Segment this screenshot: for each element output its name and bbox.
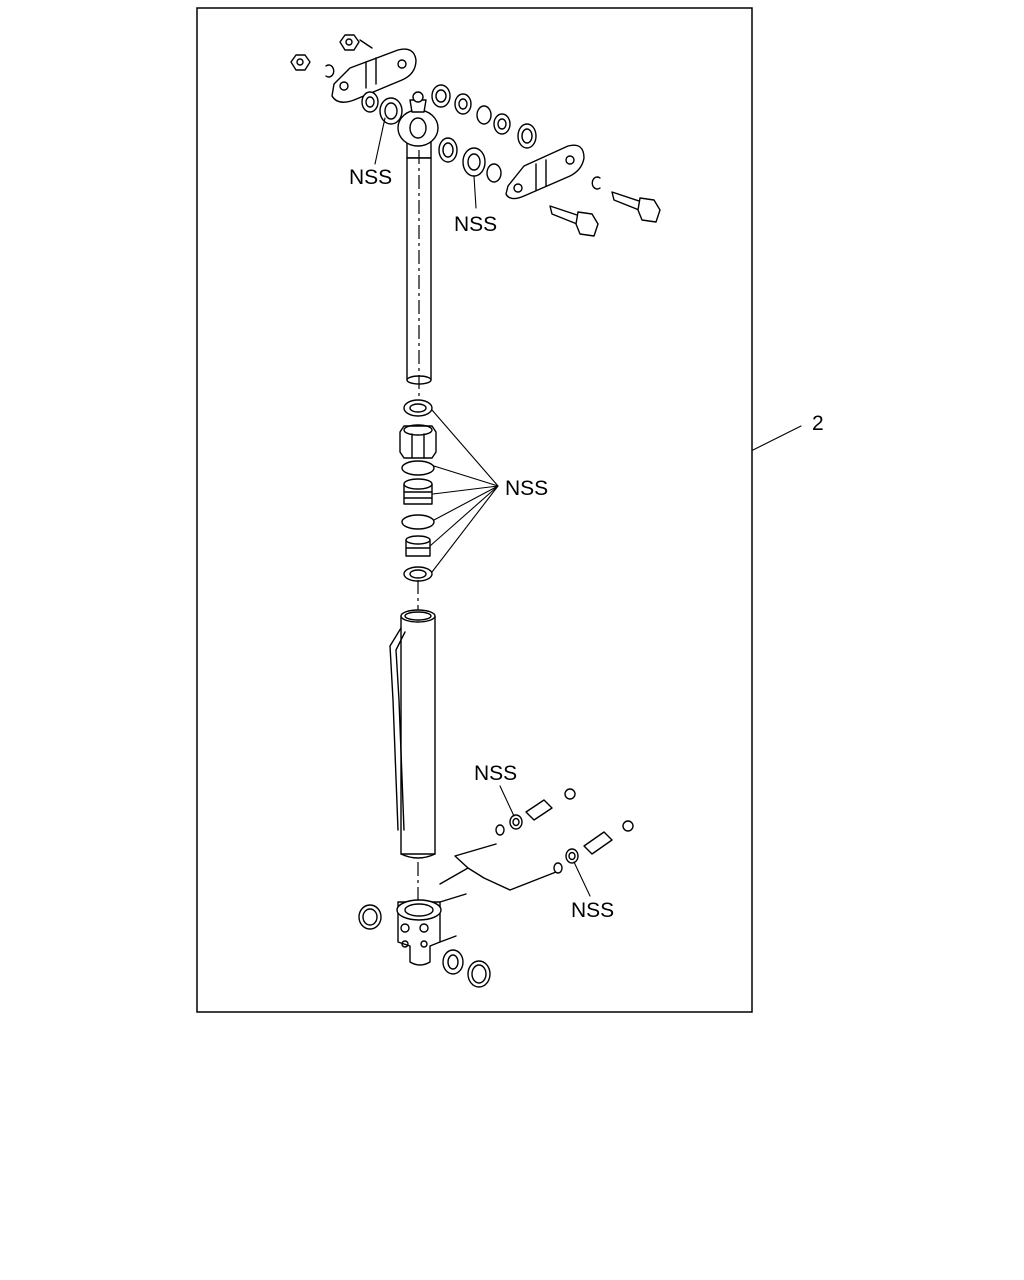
upper-washers-left [361,84,537,149]
upper-rod-eye [397,91,439,159]
upper-bolt-long [611,191,661,223]
nss-upper-left-leader [374,117,386,165]
assembly-leader-line [752,425,802,451]
gland-nut [399,424,437,459]
port-bracket-outline [439,843,557,891]
o-ring-upper [401,460,435,476]
nss-upper-right-label: NSS [454,213,497,236]
upper-clip-left [325,39,373,78]
nss-lower-top-leader [499,785,515,817]
upper-bushings-right [438,137,502,183]
grease-fitting-upper [495,788,576,836]
base-clevis [396,893,467,966]
wiper-seal [403,478,433,505]
hydraulic-tube [389,627,406,831]
nss-upper-left-label: NSS [349,166,392,189]
grease-fitting-lower [553,820,634,874]
nss-lower-bottom-label: NSS [571,899,614,922]
nss-upper-right-leader [473,175,477,209]
nss-middle-leaders [429,409,499,573]
rod-seal [405,535,431,557]
nss-middle-label: NSS [505,477,548,500]
base-bushing [442,949,464,975]
nss-lower-bottom-leader [573,861,591,897]
upper-bolt-short [549,205,599,237]
upper-nut-left [290,34,360,71]
seal-kit-stack [399,399,437,582]
cylinder-barrel [389,609,436,859]
upper-clip-right [591,176,601,190]
assembly-number-label: 2 [812,412,824,435]
upper-bracket-right [505,144,585,200]
base-snap-ring-right [467,960,491,988]
upper-bracket-left [331,48,417,103]
nss-lower-top-label: NSS [474,762,517,785]
diagram-frame [196,7,753,1013]
o-ring-lower [401,514,435,530]
base-snap-ring-left [358,904,382,930]
